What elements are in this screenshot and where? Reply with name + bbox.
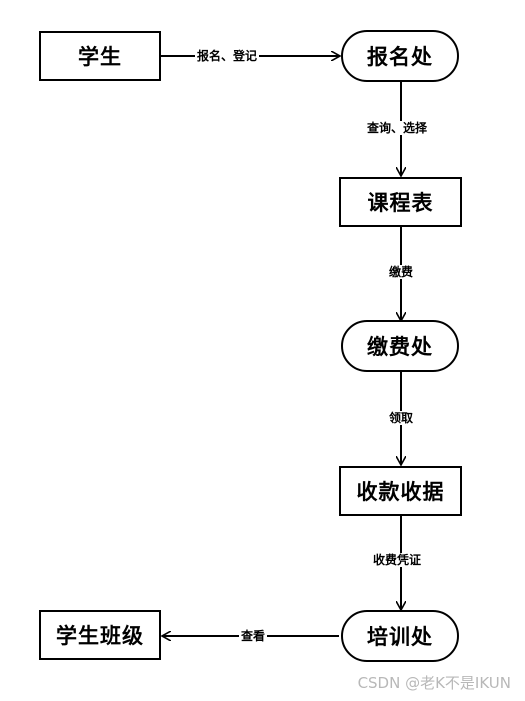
node-student-class: 学生班级 — [39, 610, 161, 660]
edge-label-collect: 领取 — [387, 411, 416, 425]
node-receipt: 收款收据 — [339, 466, 462, 516]
edge-label-pay: 缴费 — [387, 265, 416, 279]
edge-label-view: 查看 — [239, 629, 268, 643]
node-registration-office: 报名处 — [341, 30, 459, 82]
edge-label-register: 报名、登记 — [195, 49, 260, 63]
node-course-schedule: 课程表 — [339, 177, 462, 227]
node-student: 学生 — [39, 31, 161, 81]
watermark: CSDN @老K不是IKUN — [357, 674, 511, 692]
edge-label-query-select: 查询、选择 — [365, 121, 430, 135]
edge-label-payment-voucher: 收费凭证 — [371, 553, 424, 567]
node-training-office: 培训处 — [341, 610, 459, 662]
node-payment-office: 缴费处 — [341, 320, 459, 372]
